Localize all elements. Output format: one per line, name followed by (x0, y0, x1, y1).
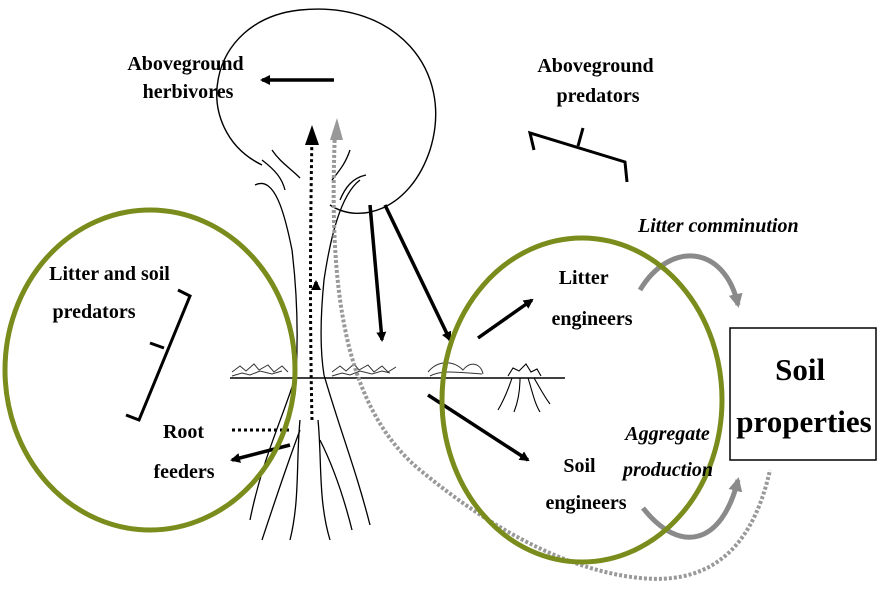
aggregate-production-line2: production (621, 459, 713, 481)
soil-engineers-label: Soil engineers (545, 455, 626, 514)
litter-comminution-label: Litter comminution (637, 215, 799, 237)
root-feeders-line1: Root (163, 421, 204, 443)
aboveground-herbivores-label: Aboveground herbivores (127, 53, 248, 103)
soil-engineers-line1: Soil (563, 455, 596, 477)
root-feeders-label: Root feeders (153, 421, 214, 483)
aboveground-predators-line1: Aboveground (537, 55, 653, 77)
soil-properties-line1: Soil (775, 352, 825, 387)
litter-soil-predators-line2: predators (53, 301, 136, 323)
aggregate-production-label: Aggregate production (621, 423, 715, 481)
litter-soil-predators-label: Litter and soil predators (49, 263, 175, 323)
aboveground-predators-label: Aboveground predators (537, 55, 658, 107)
aboveground-herbivores-line1: Aboveground (127, 53, 243, 75)
litter-engineers-line2: engineers (551, 308, 632, 330)
litter-soil-predators-line1: Litter and soil (49, 263, 170, 285)
small-plant (498, 364, 550, 412)
aboveground-predators-line2: predators (557, 85, 640, 107)
root-feeders-line2: feeders (153, 461, 214, 483)
dotted-arrowhead (305, 125, 319, 145)
soil-properties-box (730, 328, 876, 460)
highlight-circle-left (5, 210, 295, 530)
aboveground-herbivores-line2: herbivores (143, 81, 234, 103)
aggregate-production-line1: Aggregate (623, 423, 710, 445)
soil-properties-line2: properties (736, 404, 871, 439)
black-arrows (232, 80, 532, 460)
litter-engineers-label: Litter engineers (551, 267, 632, 330)
dotted-trunk-arrow (311, 135, 313, 420)
gray-dotted-arrowhead (330, 118, 343, 140)
soil-engineers-line2: engineers (545, 492, 626, 514)
tree-canopy (217, 9, 436, 213)
litter-engineers-line1: Litter (559, 267, 609, 289)
